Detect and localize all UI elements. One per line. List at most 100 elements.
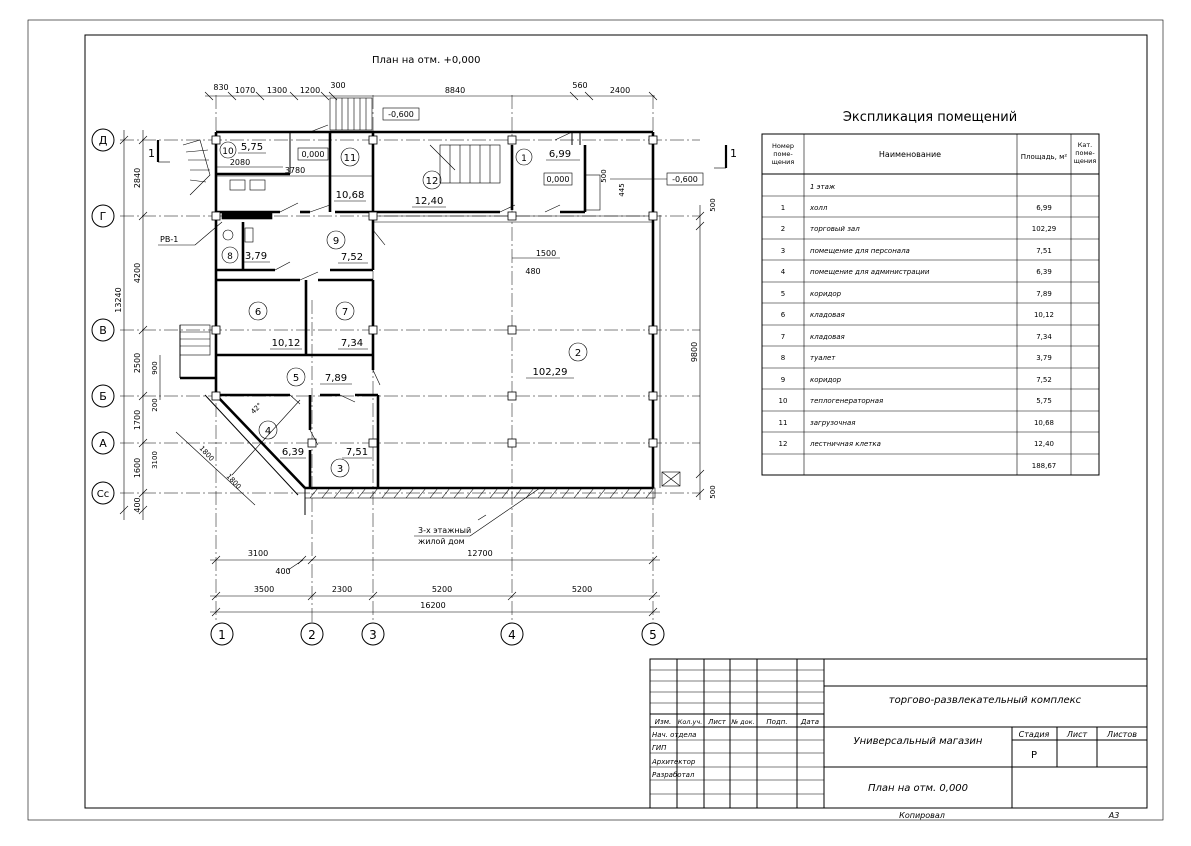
left-dim-3100: 3100 (151, 451, 159, 469)
svg-text:холл: холл (809, 204, 828, 212)
svg-text:5: 5 (781, 290, 785, 298)
bottom-dim-400: 400 (275, 567, 290, 576)
svg-text:жилой дом: жилой дом (418, 537, 465, 546)
right-dim-500-bottom: 500 (709, 485, 717, 498)
interior-dims: 2080 3780 1500 480 500 445 1800 1800 42° (175, 158, 626, 506)
left-total-13240: 13240 (114, 287, 123, 312)
svg-text:6,99: 6,99 (549, 149, 571, 160)
stamp-project: торгово-развлекательный комплекс (889, 695, 1082, 706)
dim-2080: 2080 (230, 158, 250, 167)
level-mark-room10: 0,000 (302, 150, 325, 159)
svg-text:1: 1 (148, 147, 155, 160)
svg-text:5,75: 5,75 (1036, 397, 1052, 405)
svg-text:2: 2 (781, 225, 785, 233)
room-label-9: 9 7,52 (326, 230, 368, 264)
top-dim-830: 830 (213, 83, 228, 92)
dim-1500: 1500 (536, 249, 556, 258)
structural-columns (211, 135, 658, 448)
svg-text:10: 10 (779, 397, 788, 405)
bottom-dim-3100: 3100 (248, 549, 268, 558)
svg-text:1: 1 (521, 154, 527, 164)
svg-text:11: 11 (344, 153, 357, 164)
room-labels: 1 6,99 2 102,29 3 7,51 4 6,39 5 7,89 6 1… (219, 141, 588, 478)
explication-row: 5 коридор 7,89 (781, 290, 1052, 298)
row-axis-markers: Д Г В Б А Сс (91, 128, 115, 505)
stamp-role-gip: ГИП (652, 744, 667, 752)
svg-text:А: А (99, 437, 107, 450)
svg-text:10: 10 (222, 147, 234, 157)
svg-text:102,29: 102,29 (533, 367, 568, 378)
svg-text:5: 5 (649, 628, 657, 642)
svg-text:коридор: коридор (810, 290, 842, 298)
plan-title: План на отм. +0,000 (372, 55, 480, 66)
stairs (179, 97, 601, 356)
svg-text:6: 6 (781, 311, 786, 319)
col-header-area: Площадь, м² (1021, 153, 1068, 161)
room-label-3: 3 7,51 (330, 447, 372, 478)
svg-text:6,99: 6,99 (1036, 204, 1052, 212)
right-dim-500-top: 500 (709, 198, 717, 211)
stamp-building: Универсальный магазин (854, 736, 983, 747)
room-label-1: 1 6,99 (515, 148, 580, 166)
fixtures (221, 179, 273, 243)
explication-row: 11 загрузочная 10,68 (779, 419, 1054, 427)
svg-text:помещение для администрации: помещение для администрации (810, 268, 930, 276)
top-dim-1300: 1300 (267, 86, 287, 95)
svg-text:3: 3 (369, 628, 377, 642)
bottom-dim-12700: 12700 (467, 549, 492, 558)
svg-text:7,52: 7,52 (1036, 376, 1052, 384)
explication-row: 9 коридор 7,52 (781, 376, 1052, 384)
svg-text:В: В (99, 324, 107, 337)
explication-row: 4 помещение для администрации 6,39 (781, 268, 1052, 276)
stamp-col-doc: № док. (730, 718, 754, 726)
stamp-sheet-label: Лист (1066, 730, 1088, 739)
svg-text:3,79: 3,79 (245, 251, 267, 262)
explication-row: 8 туалет 3,79 (781, 354, 1052, 362)
svg-text:7,51: 7,51 (346, 447, 368, 458)
explication-row: 1 холл 6,99 (781, 204, 1052, 212)
stamp-sheets-label: Листов (1106, 730, 1137, 739)
bottom-dim-3500: 3500 (254, 585, 274, 594)
stamp-role-developer: Разработал (652, 771, 695, 779)
svg-text:Г: Г (100, 210, 107, 223)
axis-marker-A: А (91, 431, 115, 455)
svg-text:10,68: 10,68 (336, 190, 365, 201)
room-label-10: 10 5,75 (219, 141, 266, 159)
stamp-stage-value: Р (1031, 750, 1037, 761)
svg-text:лестничная клетка: лестничная клетка (809, 440, 881, 448)
svg-text:8: 8 (781, 354, 785, 362)
axis-marker-5: 5 (641, 622, 665, 646)
left-dim-400: 400 (133, 497, 142, 512)
top-dim-1070: 1070 (235, 86, 255, 95)
svg-text:1: 1 (781, 204, 785, 212)
stamp-format: А3 (1108, 811, 1120, 820)
svg-text:4: 4 (508, 628, 516, 642)
dim-445: 445 (618, 183, 626, 196)
svg-text:12,40: 12,40 (415, 196, 444, 207)
left-dim-2840: 2840 (133, 168, 142, 188)
dim-3780: 3780 (285, 166, 305, 175)
svg-text:6: 6 (255, 307, 261, 318)
bottom-dim-2300: 2300 (332, 585, 352, 594)
explication-title: Экспликация помещений (843, 110, 1017, 125)
explication-row: 7 кладовая 7,34 (781, 333, 1053, 341)
room-label-8: 8 3,79 (221, 246, 270, 264)
axis-marker-D: Д (91, 128, 115, 152)
left-dim-200: 200 (151, 398, 159, 411)
left-dim-2500: 2500 (133, 353, 142, 373)
dim-480: 480 (525, 267, 540, 276)
level-mark-room1: 0,000 (547, 175, 570, 184)
svg-text:12: 12 (779, 440, 788, 448)
svg-text:помещение для персонала: помещение для персонала (810, 247, 910, 255)
top-dim-560: 560 (572, 81, 587, 90)
explication-row: 12 лестничная клетка 12,40 (779, 440, 1054, 448)
stamp-stage-label: Стадия (1019, 730, 1050, 739)
svg-text:2: 2 (308, 628, 316, 642)
bottom-total-16200: 16200 (420, 601, 445, 610)
stamp-col-kol: Кол.уч. (678, 718, 703, 726)
stamp-col-data: Дата (800, 718, 819, 726)
svg-text:4: 4 (265, 426, 271, 437)
svg-text:7,34: 7,34 (1036, 333, 1052, 341)
